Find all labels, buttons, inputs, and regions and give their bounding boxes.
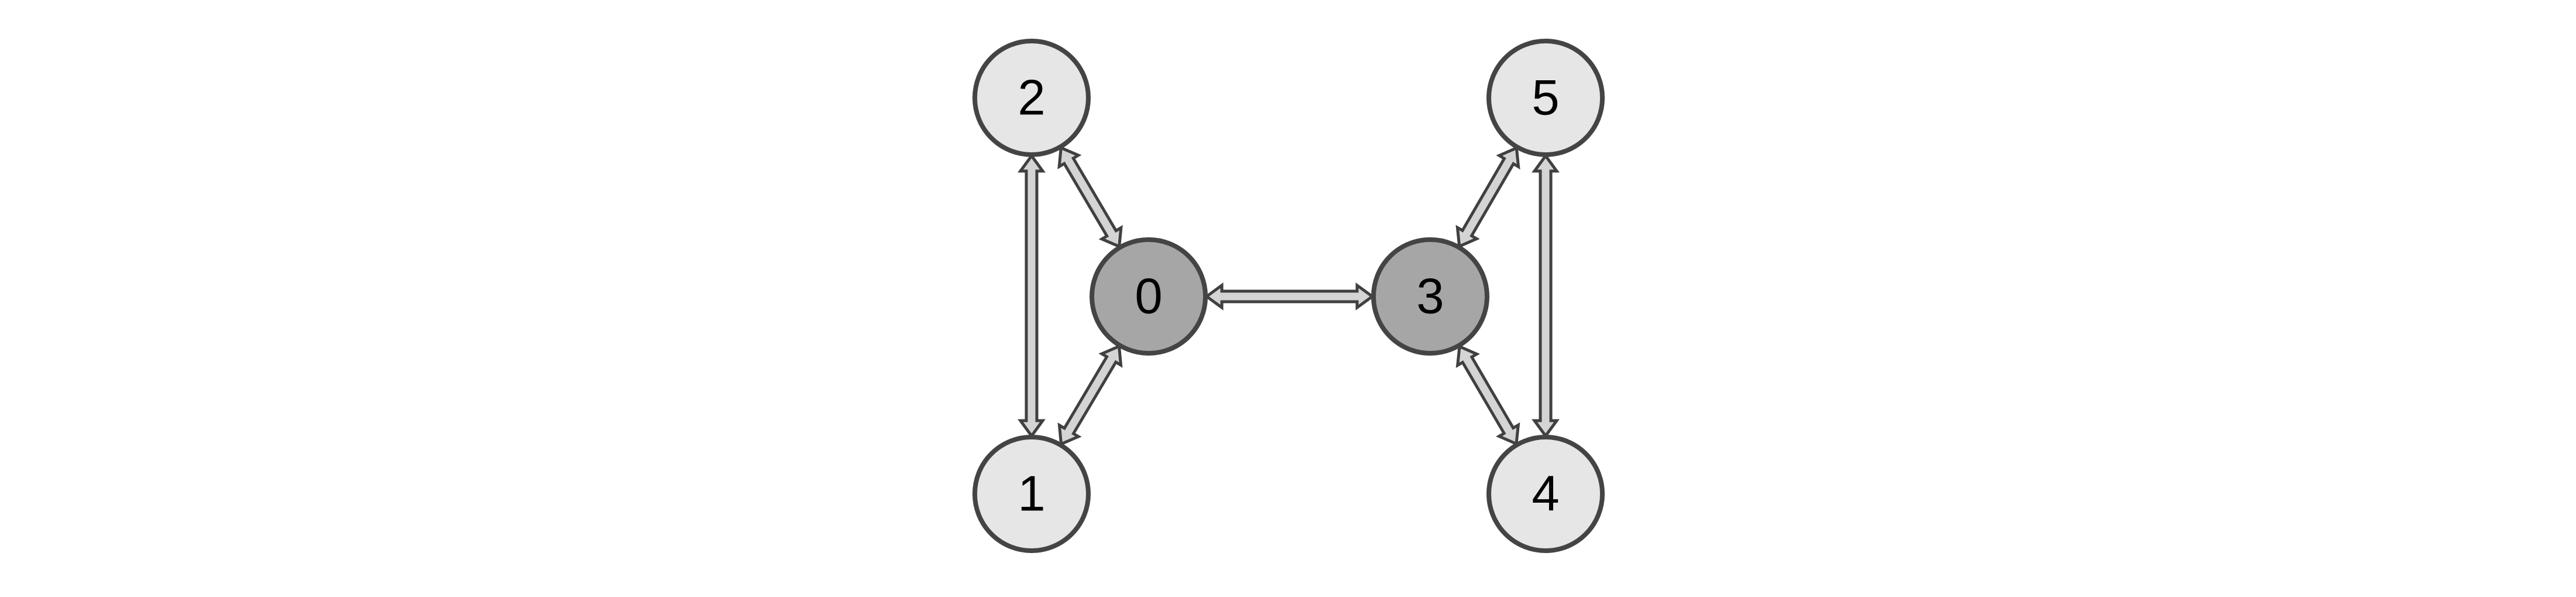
- node-4-circle: [1486, 435, 1605, 553]
- node-0-circle: [1090, 237, 1208, 356]
- edge-4-5-double-arrow: [1532, 153, 1560, 439]
- node-3-circle: [1371, 237, 1489, 356]
- edge-3-5-double-arrow: [1455, 145, 1520, 249]
- node-5-circle: [1486, 39, 1605, 157]
- edge-1-2-double-arrow: [1018, 153, 1046, 439]
- node-3: 3: [1371, 237, 1489, 356]
- node-5: 5: [1486, 39, 1605, 157]
- node-0: 0: [1090, 237, 1208, 356]
- node-5-label: 5: [1532, 70, 1559, 126]
- edge-0-2-double-arrow: [1057, 145, 1123, 249]
- node-1-circle: [972, 435, 1091, 553]
- edge-0-3-double-arrow: [1204, 282, 1375, 311]
- node-3-label: 3: [1416, 269, 1444, 325]
- nodes-layer: 0 1 2 3 4 5: [972, 39, 1605, 553]
- node-0-label: 0: [1135, 269, 1162, 325]
- edge-3-4-double-arrow: [1455, 344, 1520, 446]
- node-1-label: 1: [1018, 466, 1045, 522]
- node-2-label: 2: [1018, 70, 1045, 126]
- node-4-label: 4: [1532, 466, 1559, 522]
- node-2: 2: [972, 39, 1091, 157]
- node-4: 4: [1486, 435, 1605, 553]
- node-1: 1: [972, 435, 1091, 553]
- node-2-circle: [972, 39, 1091, 157]
- edge-0-1-double-arrow: [1057, 344, 1123, 446]
